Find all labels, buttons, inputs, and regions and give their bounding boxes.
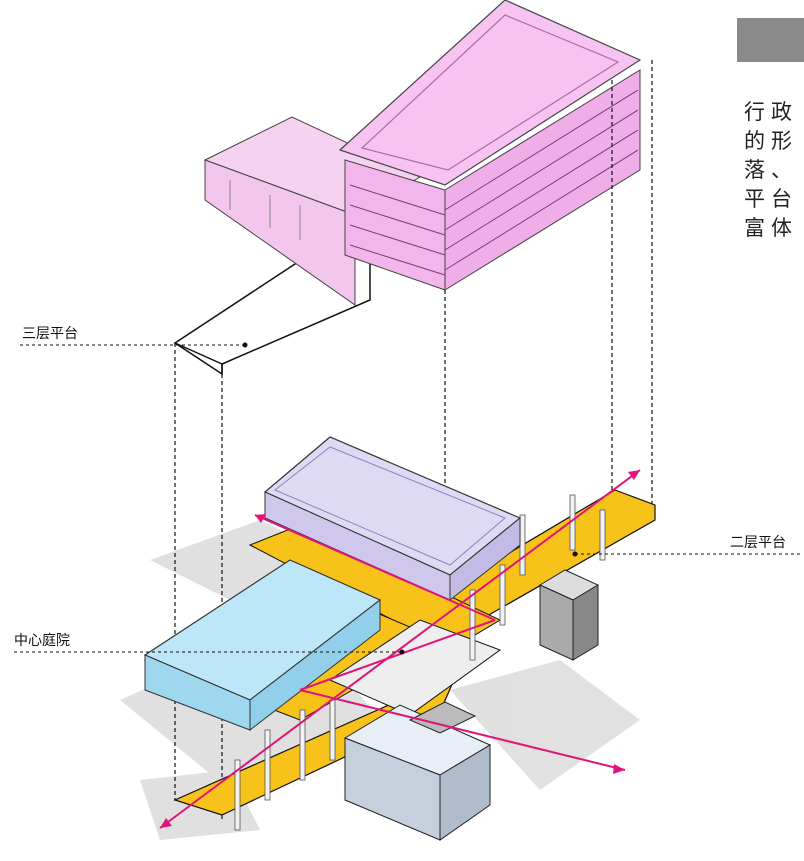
annotations: 三层平台 二层平台 中心庭院 [14, 326, 802, 655]
entrance-building [343, 701, 492, 841]
side-text-line: 富体 [744, 216, 798, 240]
side-description: 行政 的形 落、 平台 富体 [744, 98, 804, 243]
glass-cube [538, 569, 600, 661]
header-gray-block [737, 18, 804, 62]
office-tower [338, 0, 642, 291]
label-second-floor-platform: 二层平台 [730, 535, 786, 551]
label-third-floor-platform: 三层平台 [22, 326, 78, 342]
side-text-line: 平台 [744, 187, 798, 211]
label-central-courtyard: 中心庭院 [14, 632, 70, 649]
lavender-block [263, 436, 522, 602]
columns [234, 494, 606, 831]
central-courtyard [328, 619, 502, 716]
circulation-arrows [159, 469, 641, 829]
blue-block [143, 559, 382, 732]
side-text-line: 落、 [744, 158, 798, 182]
side-text-line: 行政 [744, 100, 798, 124]
side-text-line: 的形 [744, 129, 798, 153]
